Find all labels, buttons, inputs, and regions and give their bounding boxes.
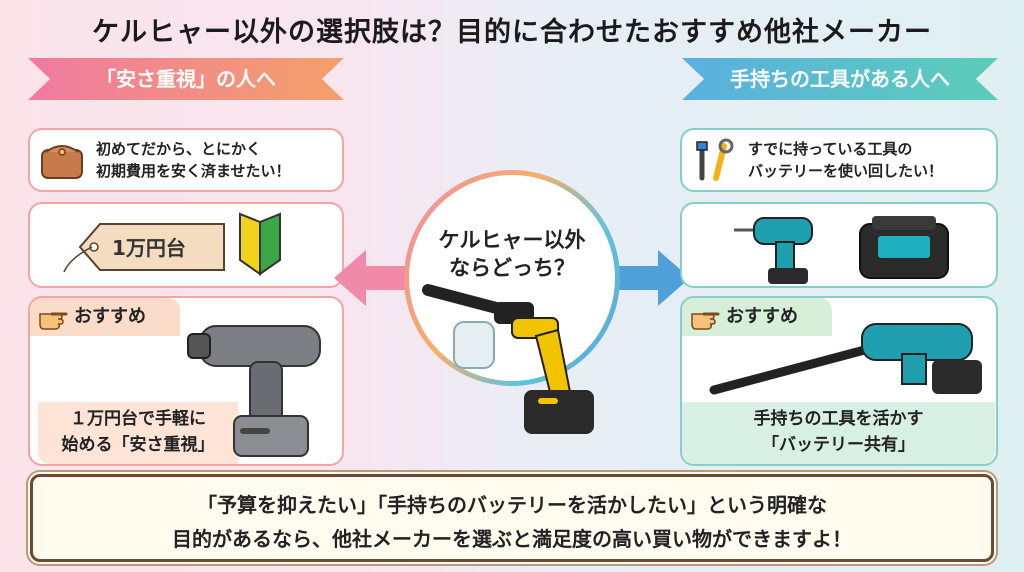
right-need-line2: バッテリーを使い回したい！ bbox=[748, 162, 944, 180]
battery-icon bbox=[859, 216, 949, 279]
tools-icon bbox=[696, 138, 734, 181]
right-rec-line1: 手持ちの工具を活かす bbox=[753, 409, 924, 429]
center-question: ケルヒャー以外 ならどっち？ bbox=[404, 226, 620, 282]
left-rec-line2: 始める「安さ重視」 bbox=[61, 435, 215, 455]
footer-note: 「予算を抑えたい」「手持ちのバッテリーを活かしたい」という明確な 目的があるなら… bbox=[30, 474, 994, 562]
wallet-icon bbox=[41, 145, 83, 179]
right-recommend-card: おすすめ 手持ちの工具を活かす 「バッテリー共有」 bbox=[680, 296, 998, 466]
center-circle bbox=[404, 170, 620, 386]
left-price-card: 1万円台 bbox=[28, 202, 344, 288]
left-recommend-header: おすすめ bbox=[30, 298, 180, 336]
left-banner: 「安さ重視」の人へ bbox=[28, 58, 344, 100]
drill-icon bbox=[734, 217, 813, 284]
left-need-card: 初めてだから、とにかく 初期費用を安く済ませたい！ bbox=[28, 128, 344, 192]
center-line1: ケルヒャー以外 bbox=[438, 228, 586, 252]
left-recommend-label: おすすめ bbox=[74, 306, 146, 327]
arrow-left-icon bbox=[334, 250, 406, 306]
pointing-hand-icon bbox=[39, 312, 68, 330]
right-recommend-header: おすすめ bbox=[682, 298, 832, 336]
left-rec-line1: １万円台で手軽に bbox=[70, 409, 206, 429]
left-recommend-text: １万円台で手軽に 始める「安さ重視」 bbox=[38, 402, 238, 464]
arrow-right-icon bbox=[618, 250, 690, 306]
right-recommend-label: おすすめ bbox=[726, 306, 798, 327]
cordless-washer-teal-icon bbox=[709, 323, 982, 395]
pressure-washer-icon bbox=[422, 284, 594, 434]
right-banner: 手持ちの工具がある人へ bbox=[682, 58, 998, 100]
right-rec-line2: 「バッテリー共有」 bbox=[762, 435, 915, 455]
footer-line1: 「予算を抑えたい」「手持ちのバッテリーを活かしたい」という明確な bbox=[197, 493, 827, 517]
left-need-line1: 初めてだから、とにかく bbox=[96, 140, 262, 158]
pointing-hand-icon bbox=[691, 312, 720, 330]
price-tag-label: 1万円台 bbox=[112, 236, 186, 260]
right-need-card: すでに持っている工具の バッテリーを使い回したい！ bbox=[680, 128, 998, 192]
left-recommend-card: おすすめ １万円台で手軽に 始める「安さ重視」 bbox=[28, 296, 344, 466]
right-recommend-text: 手持ちの工具を活かす 「バッテリー共有」 bbox=[682, 402, 995, 464]
right-tools-card bbox=[680, 202, 998, 288]
left-need-line2: 初期費用を安く済ませたい！ bbox=[96, 162, 291, 180]
center-line2: ならどっち？ bbox=[449, 256, 575, 280]
price-tag-icon bbox=[63, 223, 225, 273]
page-title: ケルヒャー以外の選択肢は？目的に合わせたおすすめ他社メーカー bbox=[92, 17, 932, 48]
right-need-line1: すでに持っている工具の bbox=[748, 140, 913, 158]
cordless-washer-gray-icon bbox=[187, 325, 321, 457]
footer-line2: 目的があるなら、他社メーカーを選ぶと満足度の高い買い物ができますよ！ bbox=[172, 527, 852, 551]
beginner-mark-icon bbox=[239, 212, 281, 276]
